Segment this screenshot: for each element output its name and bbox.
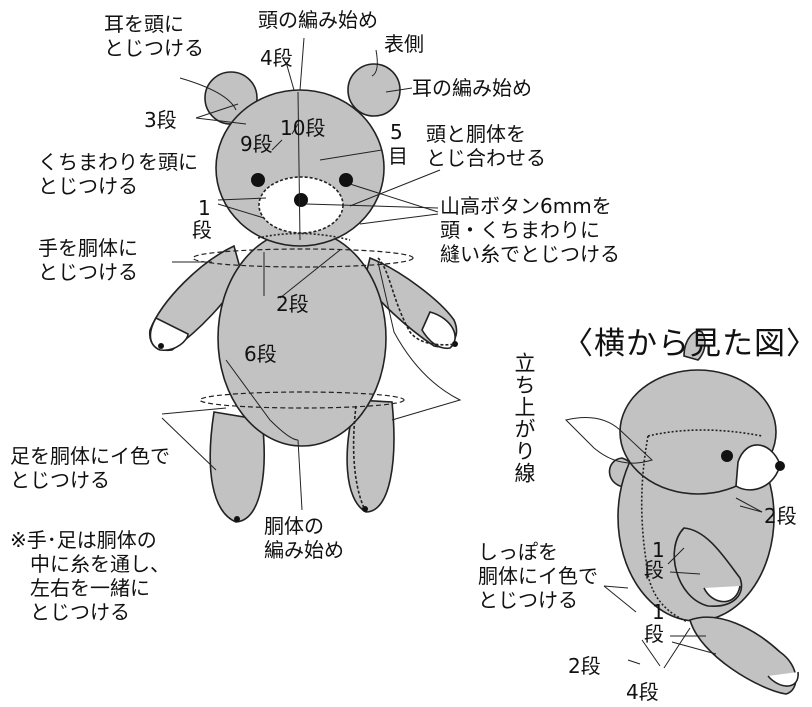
label-row4: 4段: [260, 46, 293, 70]
label-muzzle-attach: くちまわりを頭に とじつける: [38, 150, 198, 198]
body: [217, 229, 387, 447]
label-body-start: 胴体の 編み始め: [264, 514, 344, 562]
label-row2: 2段: [276, 292, 309, 316]
label-row2-tail: 2段: [568, 654, 601, 678]
left-paw: [149, 316, 189, 351]
label-ear-start: 耳の編み始め: [412, 76, 532, 100]
right-paw: [421, 311, 456, 350]
label-row1-leg-a: 1: [652, 600, 665, 624]
side-muzzle: [735, 444, 781, 491]
label-row1-arm-b: 段: [644, 558, 664, 582]
label-row1-a: 1: [198, 196, 211, 220]
label-row4-tail: 4段: [626, 680, 659, 704]
label-stitch5-a: 5: [390, 120, 403, 144]
label-note: ※手･足は胴体の 中に糸を通し、 左右を一緒に とじつける: [10, 528, 170, 624]
side-eye: [721, 450, 733, 462]
label-row1-b: 段: [192, 218, 212, 242]
label-ear-attach: 耳を頭に とじつける: [104, 12, 204, 60]
label-row2-neck: 2段: [764, 504, 797, 528]
label-row3: 3段: [144, 108, 177, 132]
side-view-title: 〈横から見た図〉: [562, 326, 812, 362]
label-head-start: 頭の編み始め: [258, 8, 378, 32]
label-row1-arm-a: 1: [652, 538, 665, 562]
label-row10: 10段: [280, 116, 326, 140]
label-button: 山高ボタン6mmを 頭・くちまわりに 縫い糸でとじつける: [440, 194, 620, 266]
label-leg-attach: 足を胴体にイ色で とじつける: [10, 444, 170, 492]
side-nose: [775, 461, 785, 471]
label-stitch5-b: 目: [388, 144, 408, 168]
label-head-body-join: 頭と胴体を とじ合わせる: [426, 122, 546, 170]
label-outer-side: 表側: [384, 32, 424, 56]
left-eye: [251, 173, 265, 187]
label-row9: 9段: [240, 132, 273, 156]
right-eye: [339, 173, 353, 187]
label-row1-leg-b: 段: [644, 622, 664, 646]
right-leg: [346, 399, 395, 513]
right-ear: [347, 63, 401, 117]
label-row6: 6段: [244, 342, 277, 366]
label-tail-attach: しっぽを 胴体にイ色で とじつける: [478, 540, 598, 612]
side-ear: [683, 330, 706, 361]
nose: [294, 193, 308, 207]
label-arm-attach: 手を胴体に とじつける: [38, 236, 138, 284]
left-leg: [209, 411, 265, 523]
side-head: [619, 369, 777, 495]
side-arm: [673, 527, 743, 607]
label-rise-line: 立ち上がり線: [512, 352, 536, 484]
